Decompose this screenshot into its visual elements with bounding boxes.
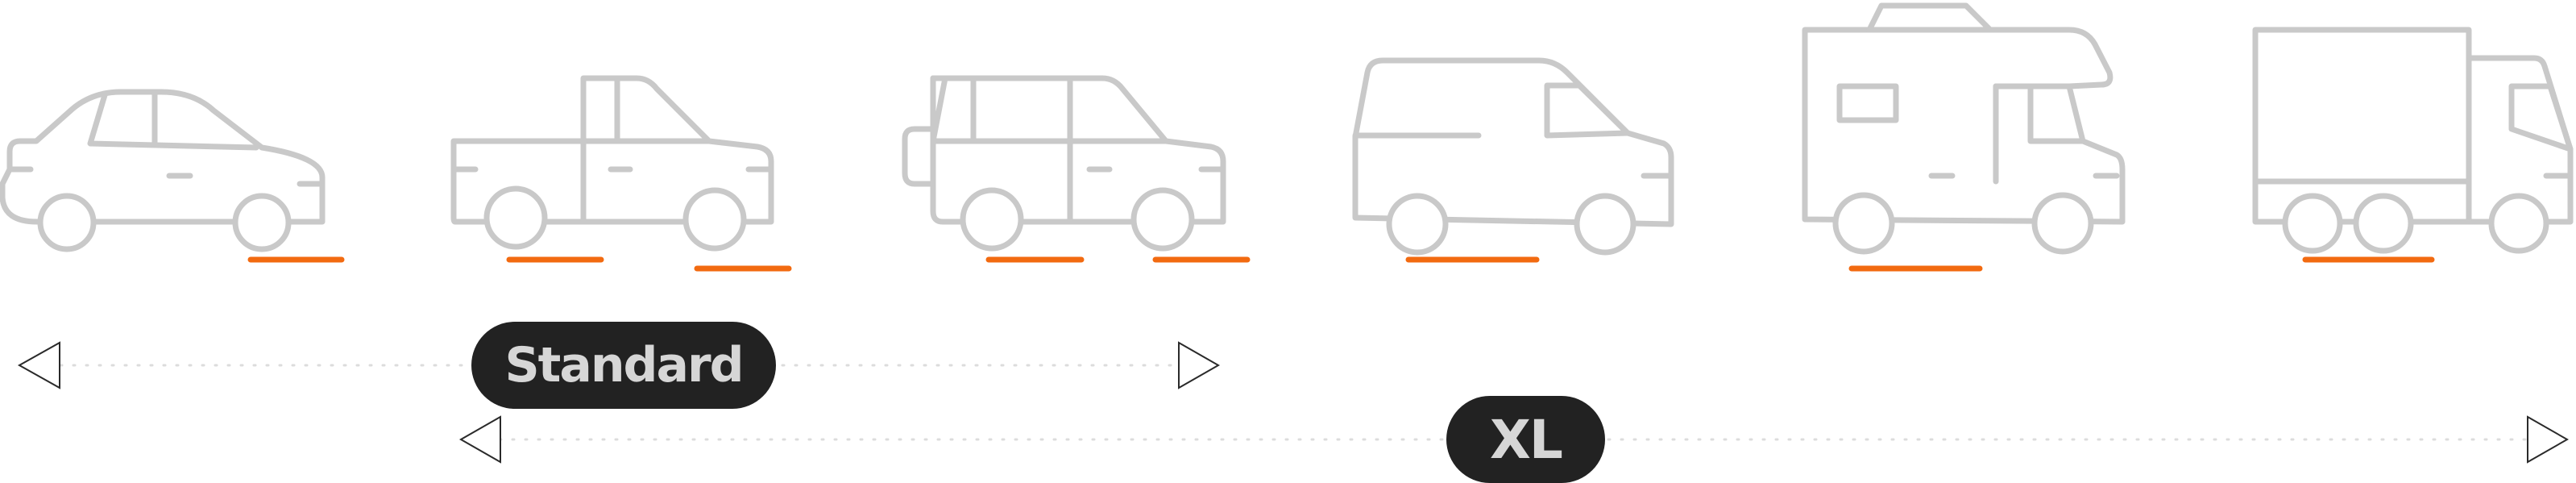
xl-range-left-arrow (458, 415, 501, 464)
sedan-icon (0, 89, 345, 263)
standard-range-right-arrow (1178, 341, 1221, 389)
suv-icon (902, 75, 1251, 263)
standard-range-line (17, 341, 1221, 389)
xl-range-right-arrow (2527, 415, 2570, 464)
pickup-icon (450, 75, 792, 272)
standard-size-label: Standard (471, 322, 776, 409)
van-icon (1352, 57, 1674, 263)
xl-size-label: XL (1446, 396, 1605, 483)
xl-range-line (458, 415, 2570, 464)
standard-range-left-arrow (17, 341, 60, 389)
box-truck-icon (2252, 27, 2574, 263)
camper-icon (1802, 2, 2126, 272)
